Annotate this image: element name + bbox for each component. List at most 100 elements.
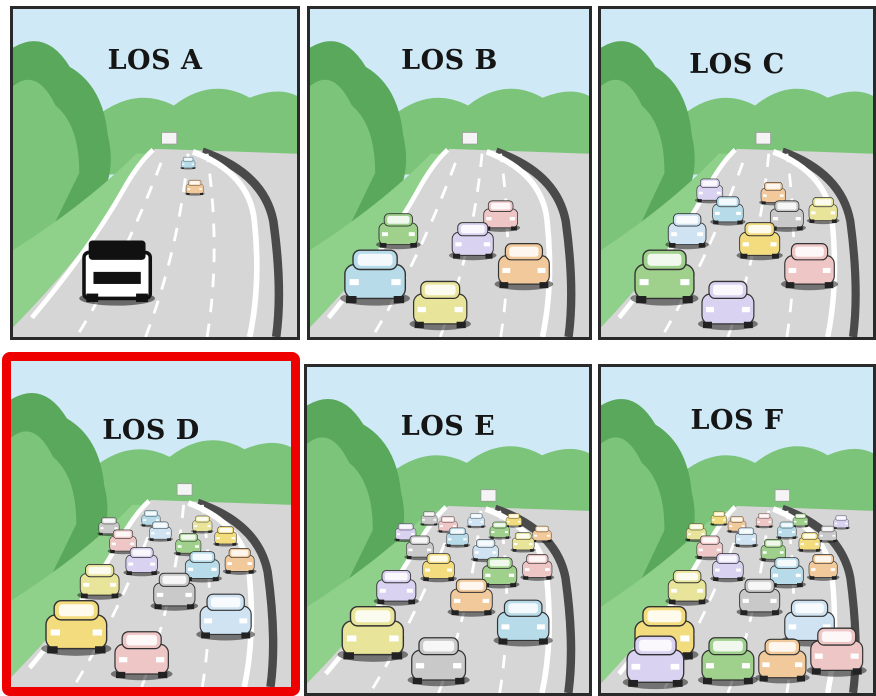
car [736,222,783,261]
los-label: LOS C [689,49,785,80]
panel-los-f: LOS F [598,364,876,696]
car [407,637,470,687]
car [444,527,471,548]
car [449,222,497,261]
highway-scene [601,9,873,337]
truck [480,489,497,502]
truck [176,483,193,496]
road-edge [196,498,278,687]
car [97,517,121,537]
car [504,513,523,528]
car [173,532,203,557]
car [754,513,774,529]
car [79,240,155,306]
road-edge [494,147,576,337]
car [622,635,689,690]
car [806,554,840,581]
car [736,578,783,617]
car [665,213,709,250]
los-label: LOS D [102,415,200,446]
truck [161,132,178,145]
car [630,249,699,306]
car [123,547,160,577]
car [447,578,496,617]
car [222,548,257,575]
car [698,280,758,331]
car [419,511,439,527]
car [213,526,239,547]
traffic [337,511,555,687]
car [767,557,806,589]
car [466,513,486,529]
car [767,200,806,232]
car [41,599,112,656]
panel-los-d: LOS D [2,352,300,696]
los-label: LOS B [401,45,498,76]
panel-los-e: LOS E [304,364,592,696]
lane-marking [785,153,796,337]
panel-los-a: LOS A [10,6,300,340]
car [817,525,839,543]
trees-left-front [601,79,665,251]
car [191,515,214,534]
car [420,553,457,583]
car [494,243,554,291]
lane-marking [499,153,510,337]
car [110,631,173,681]
car [196,593,256,641]
truck [774,489,790,502]
car [531,525,553,543]
car [733,527,759,548]
car [180,156,197,170]
car [488,521,511,540]
highway-scene [13,9,297,337]
traffic [79,156,205,306]
traffic [41,510,257,681]
road-edge [493,504,576,693]
los-label: LOS A [107,45,203,76]
car [147,521,173,542]
trees-left-front [601,437,665,607]
car [340,249,410,306]
car [184,179,205,196]
trees-left-front [310,79,376,251]
car [665,570,709,606]
panel-los-b: LOS B [307,6,592,340]
car [709,511,728,527]
shoulder-line [485,149,553,337]
panel-los-c: LOS C [598,6,876,340]
traffic [340,200,554,331]
shoulder-line [30,148,155,320]
highway-scene [11,361,291,687]
traffic [622,511,867,690]
car [376,213,421,250]
car [510,532,536,553]
car [373,570,419,606]
los-label: LOS E [400,411,496,442]
car [775,521,798,540]
car [77,564,123,600]
car [710,553,746,583]
car [832,515,850,530]
truck [462,132,478,145]
trees-left-front [13,79,80,251]
shoulder-line [191,149,260,337]
traffic [630,178,840,331]
car [337,605,409,662]
car [479,557,520,589]
car [493,599,553,647]
car [698,637,758,687]
highway-scene [307,367,589,693]
highway-scene [310,9,589,337]
road-edge [781,147,860,337]
car [710,196,746,226]
car [755,638,810,684]
car [150,572,199,611]
car [520,554,555,581]
car [806,627,867,677]
car [806,197,840,225]
car [409,280,471,331]
highway-scene [601,367,873,693]
lane-marking [205,153,216,337]
trees-left-front [307,437,373,607]
